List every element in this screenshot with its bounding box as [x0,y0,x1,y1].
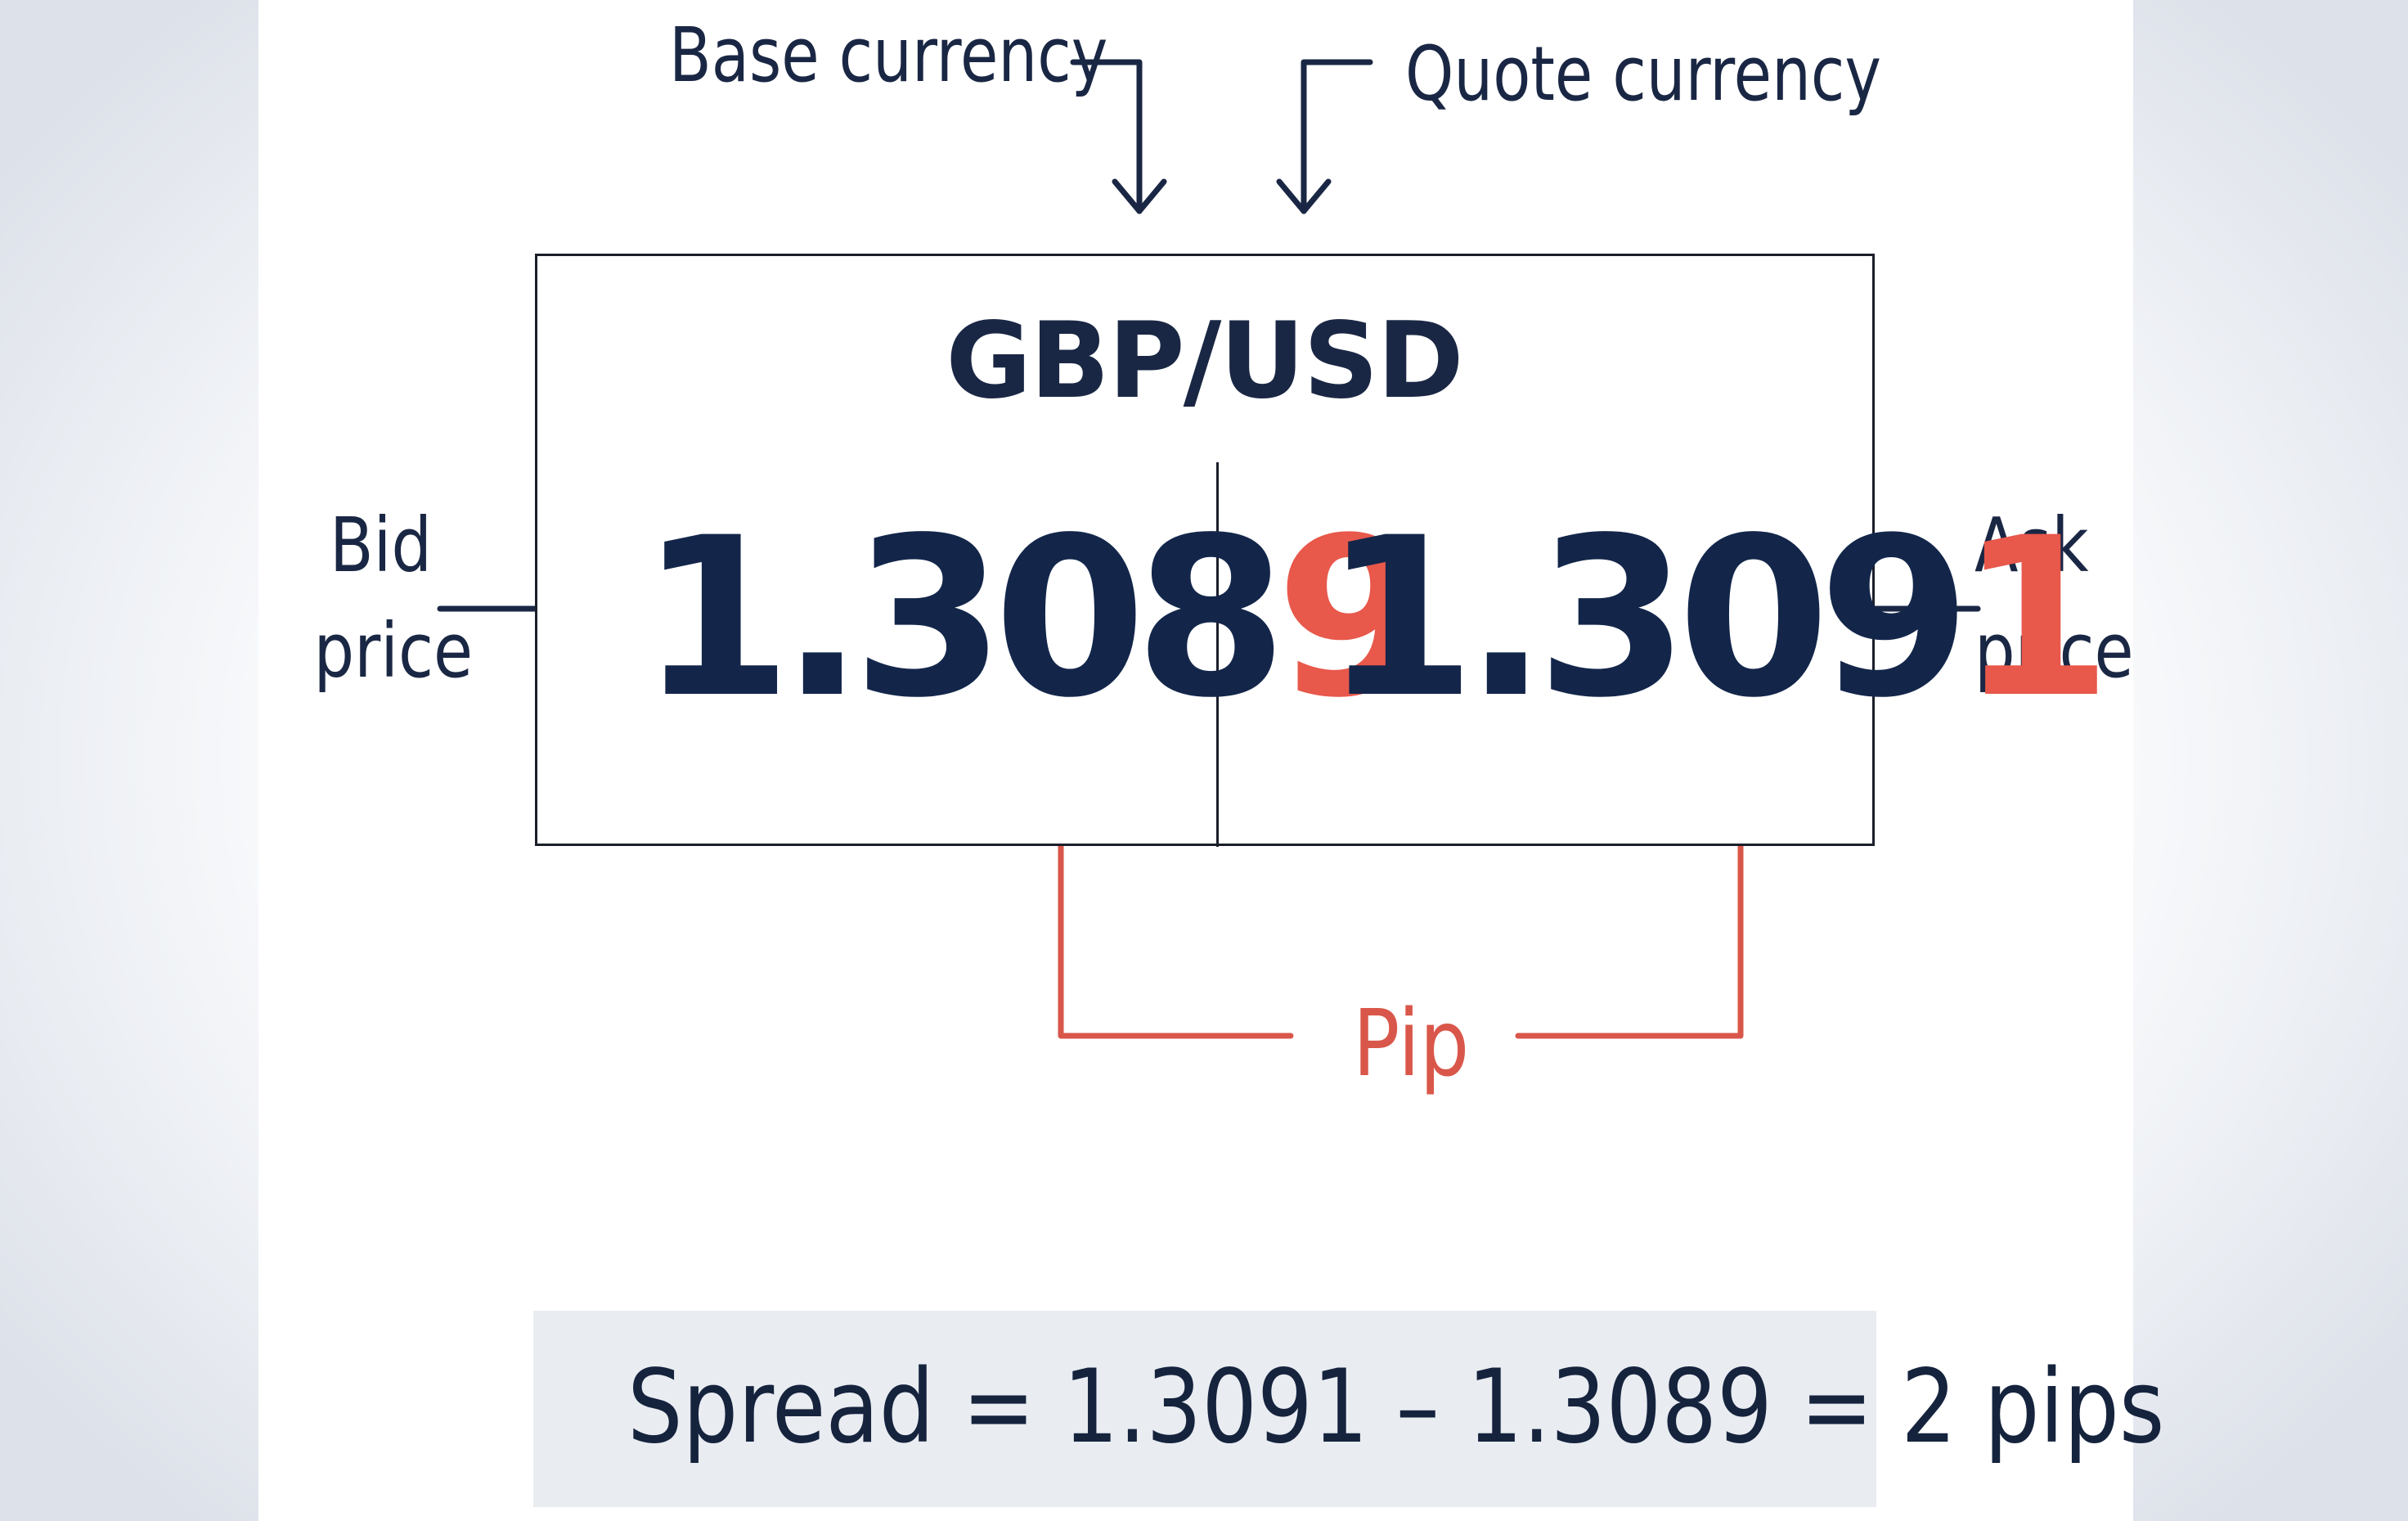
bid-price-main: 1.308 [640,491,1287,746]
ask-price-value: 1.3091 [1323,509,2112,728]
spread-formula-box: Spread = 1.3091 – 1.3089 = 2 pips [533,1311,2165,1507]
ask-label-line1: Ask [1974,502,2089,589]
base-currency-arrow [1070,59,1167,214]
bid-price-value: 1.3089 [640,509,1428,728]
pip-label: Pip [1353,991,1470,1097]
currency-pair-title: GBP/USD [946,300,1464,422]
ask-pip-digit: 1 [1959,491,2113,746]
bid-label-line1: Bid [329,502,432,589]
base-currency-label: Base currency [669,11,1108,99]
ask-price-label: Ask price [1974,493,2134,704]
bid-label-line2: price [313,606,474,695]
quote-box [535,254,1875,846]
bid-pip-digit: 9 [1275,491,1429,746]
quote-currency-label: Quote currency [1405,30,1882,118]
quote-currency-arrow [1276,59,1373,214]
bid-price-label: Bid price [313,493,474,704]
ask-label-line2: price [1974,606,2134,695]
spread-formula: Spread = 1.3091 – 1.3089 = 2 pips [627,1348,2165,1466]
ask-price-main: 1.309 [1323,491,1971,746]
bid-ask-divider [1216,462,1219,847]
